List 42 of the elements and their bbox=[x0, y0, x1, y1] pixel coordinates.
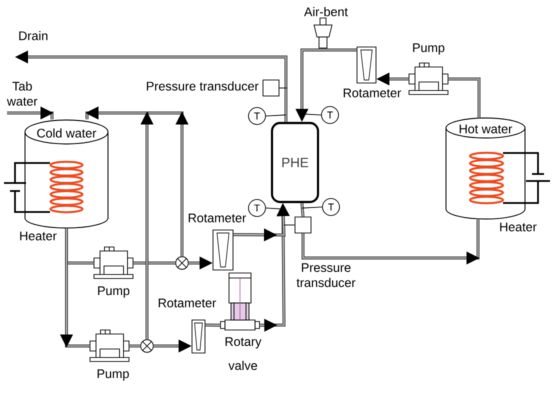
flow-arrow bbox=[154, 340, 192, 352]
water-inlet-label: Tab water bbox=[6, 81, 38, 106]
flow-arrow bbox=[7, 106, 54, 120]
air-vent-label: Air-bent bbox=[304, 7, 348, 16]
flow-arrow bbox=[86, 106, 154, 340]
pump-label: Pump bbox=[413, 43, 444, 55]
flow-arrow bbox=[60, 228, 90, 348]
flow-arrow bbox=[295, 48, 357, 122]
sensor-line bbox=[266, 208, 284, 210]
sensor-line bbox=[284, 224, 295, 226]
heater-label: Heater bbox=[20, 232, 57, 240]
pipe bbox=[448, 78, 480, 118]
rotameter-label: Rotameter bbox=[344, 88, 402, 98]
rotameter-label: Rotameter bbox=[188, 214, 246, 222]
flow-arrow bbox=[188, 256, 213, 270]
valve-symbol bbox=[140, 339, 154, 353]
sensor-line bbox=[266, 114, 286, 116]
heater-label: Heater bbox=[500, 222, 537, 232]
pipe bbox=[205, 324, 220, 327]
rotameter-label: Rotameter bbox=[158, 298, 216, 308]
drain-label: Drain bbox=[19, 31, 48, 40]
rotary-valve-label: Rotary valve bbox=[226, 337, 262, 370]
valve-symbol bbox=[175, 256, 189, 270]
heat-exchanger: PHE bbox=[270, 122, 320, 204]
temperature-sensor: T bbox=[248, 107, 266, 125]
pump-label: Pump bbox=[98, 286, 130, 298]
pressure-transducer-label: Pressure transducer bbox=[146, 81, 259, 91]
flow-arrow bbox=[15, 50, 288, 122]
flow-arrow bbox=[233, 203, 290, 242]
water-tank: Hot water bbox=[446, 118, 526, 220]
water-tank: Cold water bbox=[24, 120, 108, 228]
pipe bbox=[133, 262, 176, 264]
temperature-sensor: T bbox=[322, 198, 340, 216]
pressure-transducer-label: Pressure transducer bbox=[296, 263, 356, 288]
sensor-line bbox=[302, 206, 322, 208]
pump-label: Pump bbox=[98, 369, 129, 381]
flow-arrow bbox=[302, 220, 480, 264]
flow-arrow bbox=[376, 72, 409, 86]
pipe bbox=[300, 202, 304, 217]
temperature-sensor: T bbox=[248, 199, 266, 217]
pipe bbox=[129, 344, 140, 348]
temperature-sensor: T bbox=[321, 106, 339, 124]
